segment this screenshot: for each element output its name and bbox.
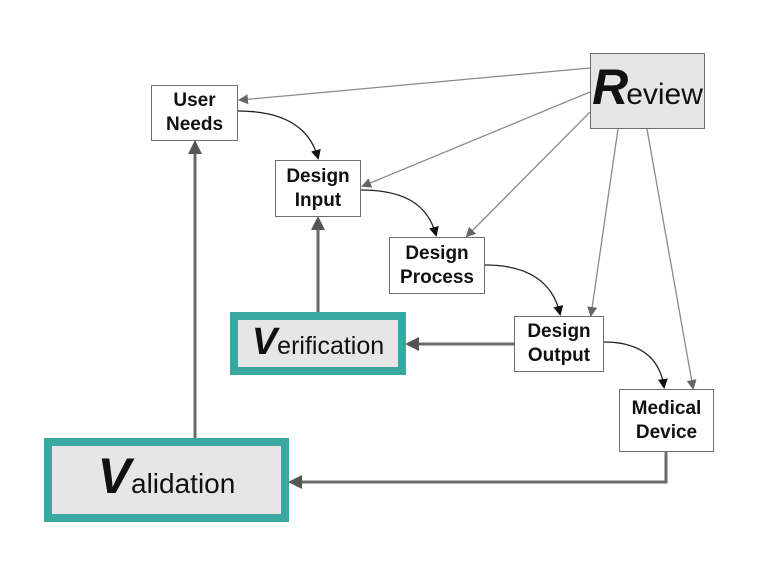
node-review-rest: eview [626,78,703,111]
node-design-input-label: Design Input [286,165,350,211]
node-verification-rest: erification [277,331,385,360]
node-verification: V erification [230,312,406,375]
edge-review-to-user-needs [238,67,591,105]
node-design-process: Design Process [389,237,485,294]
edge-review-to-design-input [361,91,591,188]
node-validation: V alidation [44,438,289,522]
node-user-needs: User Needs [151,85,238,141]
node-design-output: Design Output [514,316,604,372]
node-medical-device-label: Medical Device [631,397,702,443]
edge-review-to-medical-device [646,128,697,390]
node-design-input: Design Input [275,160,361,217]
node-medical-device: Medical Device [619,389,714,452]
node-design-process-label: Design Process [400,242,474,288]
node-review: R eview [590,53,705,129]
edge-review-to-design-output [587,128,619,317]
edge-medical-device-to-validation [288,452,668,489]
node-design-output-label: Design Output [527,321,591,366]
node-review-initial: R [592,59,628,115]
node-user-needs-label: User Needs [165,90,224,135]
node-validation-initial: V [97,448,132,504]
edge-design-process-to-design-output [484,264,564,316]
edge-design-output-to-medical-device [603,341,668,389]
edge-design-input-to-design-process [360,189,439,237]
node-verification-initial: V [251,320,278,363]
edge-review-to-design-process [465,111,591,238]
node-validation-rest: alidation [131,468,236,499]
edge-user-needs-to-design-input [237,110,321,160]
